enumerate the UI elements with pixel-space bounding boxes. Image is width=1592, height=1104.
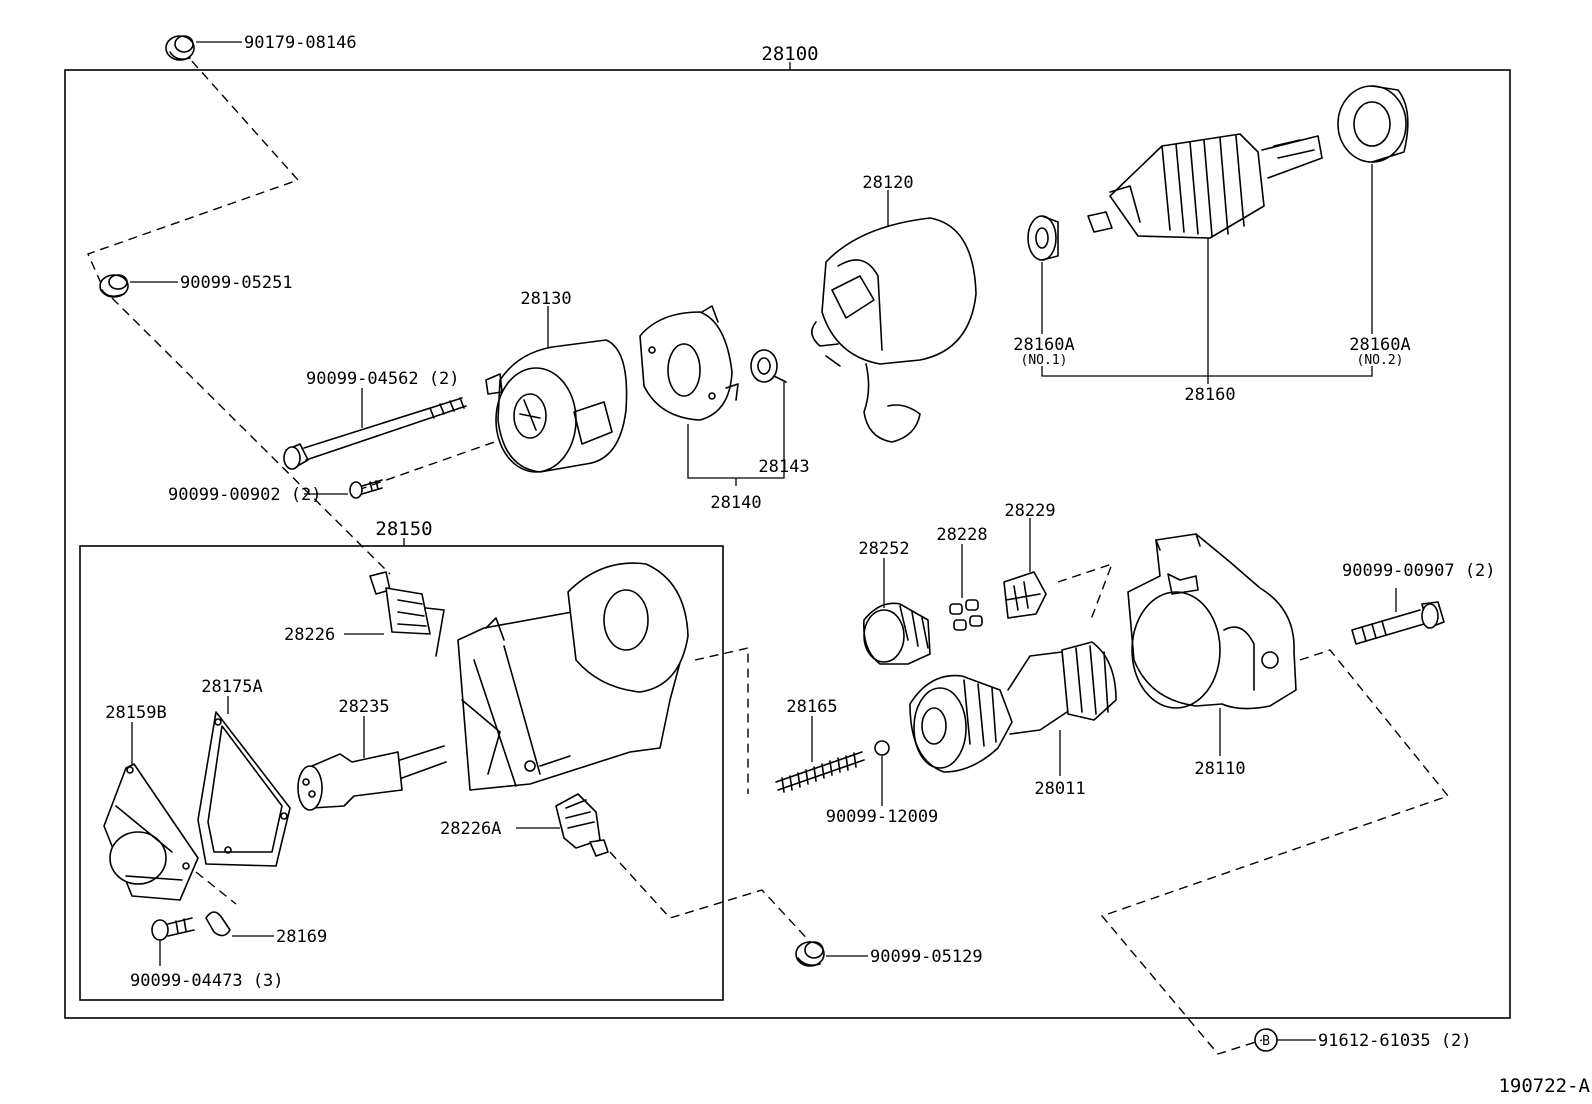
solenoid-housing-icon <box>457 562 689 791</box>
label-28011: 28011 <box>1034 779 1085 799</box>
label-28252: 28252 <box>858 539 909 559</box>
label-28160: 28160 <box>1184 385 1235 405</box>
label-28143: 28143 <box>758 457 809 477</box>
label-90099-04562: 90099-04562 (2) <box>306 369 460 389</box>
label-28226: 28226 <box>284 625 335 645</box>
idler-gear-icon <box>863 602 931 665</box>
drive-housing-icon <box>1127 533 1297 710</box>
screw-icon <box>349 479 383 499</box>
clip-icon <box>205 911 231 937</box>
assembly-frame <box>64 69 1511 1019</box>
plunger-icon <box>297 745 447 811</box>
label-28226a: 28226A <box>440 819 501 839</box>
through-bolt-icon <box>283 397 467 470</box>
dashed-leader-clutch <box>1057 562 1114 623</box>
nut-icon <box>99 274 129 298</box>
label-28130: 28130 <box>520 289 571 309</box>
label-28120: 28120 <box>862 173 913 193</box>
end-frame-icon <box>485 339 628 473</box>
label-28110: 28110 <box>1194 759 1245 779</box>
bearing-icon <box>750 349 787 383</box>
label-28160a-no2-sub: (NO.2) <box>1357 353 1404 368</box>
label-91612-61035: 91612-61035 (2) <box>1318 1031 1472 1051</box>
dashed-leader-top-left <box>87 49 300 291</box>
nut-icon <box>795 941 825 967</box>
retainer-icon <box>1003 571 1047 619</box>
label-90099-12009: 90099-12009 <box>826 807 939 827</box>
label-28160a-no1-sub: (NO.1) <box>1021 353 1068 368</box>
label-28159b: 28159B <box>105 703 166 723</box>
screw-icon <box>151 917 195 941</box>
gasket-icon <box>197 711 291 867</box>
terminal-icon <box>369 571 445 657</box>
bearing-icon <box>1337 85 1409 163</box>
bearing-icon <box>1027 215 1059 261</box>
sub-assembly-label: 28150 <box>375 518 432 540</box>
terminal-icon <box>555 793 609 857</box>
dashed-leader-nut <box>609 851 813 945</box>
assembly-label: 28100 <box>761 43 818 65</box>
label-90099-04473: 90099-04473 (3) <box>130 971 284 991</box>
circle-marker: B <box>1262 1034 1270 1049</box>
solenoid-cover-icon <box>103 763 199 901</box>
nut-icon <box>165 35 195 61</box>
label-28140: 28140 <box>710 493 761 513</box>
label-28165: 28165 <box>786 697 837 717</box>
sub-assembly-frame <box>79 545 724 1001</box>
label-28160a-no2: 28160A <box>1349 335 1410 355</box>
dashed-leader-screw <box>357 439 501 491</box>
steel-ball-icon <box>874 740 890 756</box>
dashed-leader-cover <box>195 871 237 905</box>
spring-icon <box>775 751 865 793</box>
rollers-icon <box>949 599 983 631</box>
label-90179-08146: 90179-08146 <box>244 33 357 53</box>
starter-clutch-icon <box>909 641 1117 773</box>
figure-code: 190722-A <box>1498 1075 1590 1097</box>
label-90099-05251: 90099-05251 <box>180 273 293 293</box>
label-90099-00907: 90099-00907 (2) <box>1342 561 1496 581</box>
label-28235: 28235 <box>338 697 389 717</box>
dashed-leader-bottom-right <box>1100 649 1450 1055</box>
label-28175a: 28175A <box>201 677 262 697</box>
bolt-icon <box>1351 601 1445 645</box>
label-90099-00902: 90099-00902 (2) <box>168 485 322 505</box>
label-28169: 28169 <box>276 927 327 947</box>
dashed-leader-bolt-axis <box>111 297 391 575</box>
label-28228: 28228 <box>936 525 987 545</box>
bolt-marker-icon: B <box>1254 1028 1278 1052</box>
field-yoke-icon <box>811 217 977 443</box>
label-90099-05129: 90099-05129 <box>870 947 983 967</box>
label-28229: 28229 <box>1004 501 1055 521</box>
dashed-leader-housing <box>694 647 749 794</box>
armature-icon <box>1087 133 1323 239</box>
brush-holder-icon <box>639 305 739 421</box>
label-28160a-no1: 28160A <box>1013 335 1074 355</box>
